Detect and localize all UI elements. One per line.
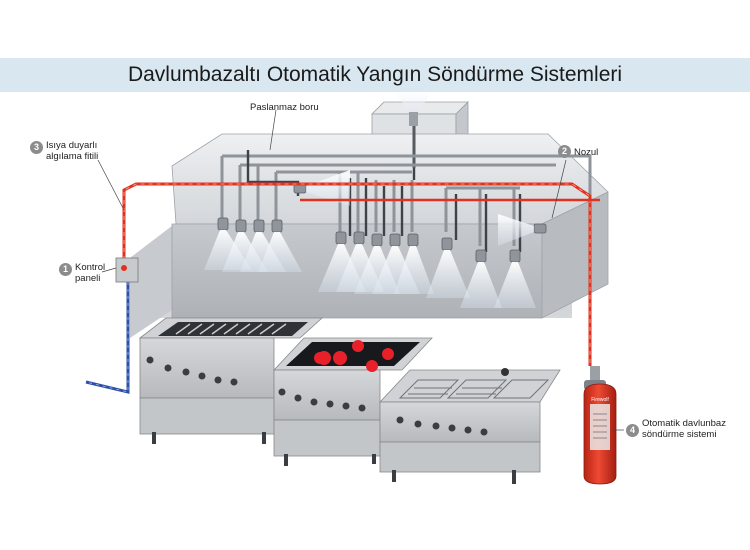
callout-1-line1: Kontrol xyxy=(75,262,106,273)
spray-cones xyxy=(204,170,536,308)
callout-4-number: 4 xyxy=(626,424,639,437)
callout-4-line1: Otomatik davlunbaz xyxy=(642,418,726,429)
duct-nozzle xyxy=(395,92,432,168)
control-panel xyxy=(115,257,139,283)
side-wall xyxy=(130,226,172,338)
appliance-legs xyxy=(152,432,516,484)
callout-1-number: 1 xyxy=(59,263,72,276)
hood-top xyxy=(171,133,609,225)
nozzle-row xyxy=(217,183,547,263)
callout-2-number: 2 xyxy=(558,145,571,158)
callout-2-line1: Nozul xyxy=(574,147,599,158)
grill-grates xyxy=(175,323,287,335)
grill-unit xyxy=(138,317,324,435)
callout-3-line2: algılama fitili xyxy=(46,151,99,162)
leader-lines xyxy=(97,109,624,431)
fryer-unit xyxy=(379,368,561,473)
callout-3-line1: Isıya duyarlı xyxy=(46,140,98,151)
callout-3-number: 3 xyxy=(30,141,43,154)
callout-4-line2: söndürme sistemi xyxy=(642,429,717,440)
page-title: Davlumbazaltı Otomatik Yangın Söndürme S… xyxy=(127,63,623,86)
supply-line xyxy=(85,282,130,394)
fryer-baskets xyxy=(398,379,550,399)
extinguisher-cylinder xyxy=(583,366,617,485)
burners xyxy=(314,340,394,372)
stainless-pipe-network xyxy=(220,154,592,246)
cylinder-brand: Firewolf xyxy=(591,397,609,403)
title-band xyxy=(0,58,750,92)
callout-1-line2: paneli xyxy=(75,273,101,284)
pipe-label: Paslanmaz boru xyxy=(250,102,319,113)
control-knobs xyxy=(146,356,488,436)
